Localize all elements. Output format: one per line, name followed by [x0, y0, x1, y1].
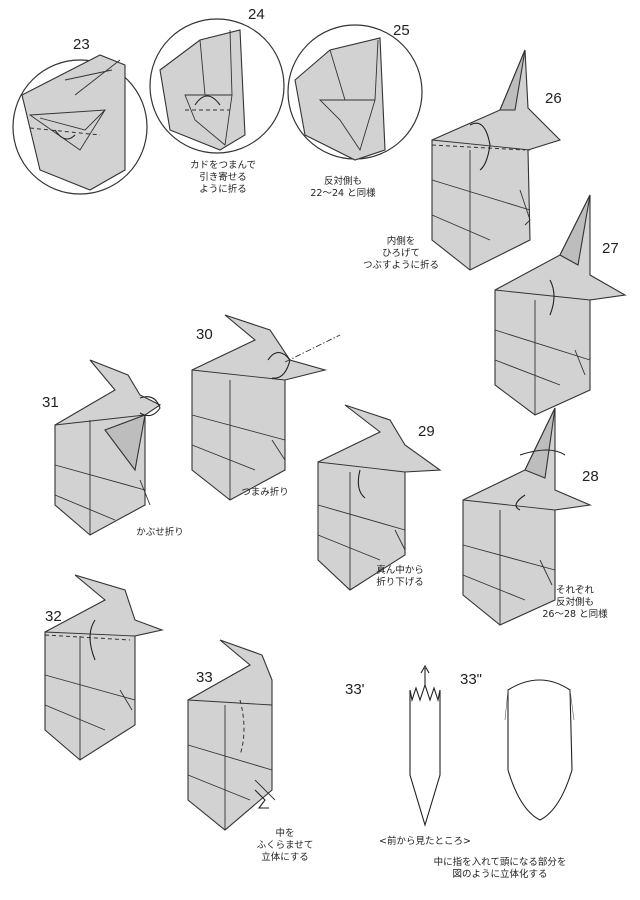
- step-31-drawing: [54, 359, 162, 536]
- step-26-drawing: [431, 49, 562, 271]
- step-33-double-prime-drawing: [504, 679, 575, 821]
- step-number-24: 24: [248, 6, 265, 23]
- step-24-drawing: [149, 18, 285, 154]
- caption-line: 反対側も: [555, 597, 594, 608]
- step-number-33-double-prime: 33": [460, 671, 483, 688]
- caption-step-24: カドをつまんで 引き寄せる ように折る: [178, 160, 268, 196]
- step-number-29: 29: [418, 423, 435, 440]
- step-number-33-prime: 33': [345, 681, 365, 698]
- caption-line: 反対側も: [323, 176, 362, 187]
- caption-front-view: <前から見たところ>: [379, 836, 471, 847]
- step-number-27: 27: [602, 240, 619, 257]
- step-23-drawing: [12, 54, 148, 195]
- step-30-drawing: [191, 314, 341, 501]
- step-33-drawing: [187, 639, 276, 831]
- caption-step-29: 真ん中から 折り下げる: [360, 565, 440, 589]
- caption-line: 中を: [275, 828, 295, 839]
- caption-line: ふくらませて: [256, 840, 314, 851]
- caption-line: ひろげて: [381, 248, 420, 259]
- step-29-drawing: [317, 404, 442, 591]
- caption-step-25: 反対側も 22〜24 と同様: [298, 176, 388, 200]
- caption-line: 中に指を入れて頭になる部分を: [433, 857, 567, 868]
- caption-step-30: つまみ折り: [241, 487, 289, 498]
- caption-line: 内側を: [386, 236, 416, 247]
- step-28-drawing: [462, 407, 593, 626]
- step-25-drawing: [287, 24, 423, 161]
- caption-line: それぞれ: [555, 585, 594, 596]
- caption-step-28: それぞれ 反対側も 26〜28 と同様: [525, 585, 625, 621]
- step-32-drawing: [44, 574, 164, 761]
- caption-line: カドをつまんで: [189, 160, 257, 171]
- step-number-33: 33: [196, 669, 213, 686]
- caption-line: 折り下げる: [376, 577, 424, 588]
- caption-step-31: かぶせ折り: [136, 527, 184, 538]
- caption-line: 22〜24 と同様: [310, 188, 376, 199]
- caption-line: ように折る: [199, 184, 247, 195]
- step-number-32: 32: [45, 608, 62, 625]
- step-number-31: 31: [42, 394, 59, 411]
- caption-line: つぶすように折る: [362, 260, 439, 271]
- step-27-drawing: [494, 194, 627, 416]
- step-number-30: 30: [196, 326, 213, 343]
- step-number-23: 23: [73, 36, 90, 53]
- caption-step-26: 内側を ひろげて つぶすように折る: [345, 236, 457, 272]
- step-number-28: 28: [582, 468, 599, 485]
- step-number-26: 26: [545, 90, 562, 107]
- step-33-prime-drawing: [409, 664, 441, 827]
- step-number-25: 25: [393, 22, 410, 39]
- caption-line: 26〜28 と同様: [542, 609, 608, 620]
- caption-line: 図のように立体化する: [452, 869, 548, 880]
- caption-line: 引き寄せる: [199, 172, 247, 183]
- caption-step-33-double-prime: 中に指を入れて頭になる部分を 図のように立体化する: [400, 857, 600, 881]
- caption-line: 立体にする: [261, 852, 309, 863]
- caption-line: 真ん中から: [376, 565, 424, 576]
- caption-step-33: 中を ふくらませて 立体にする: [240, 828, 330, 864]
